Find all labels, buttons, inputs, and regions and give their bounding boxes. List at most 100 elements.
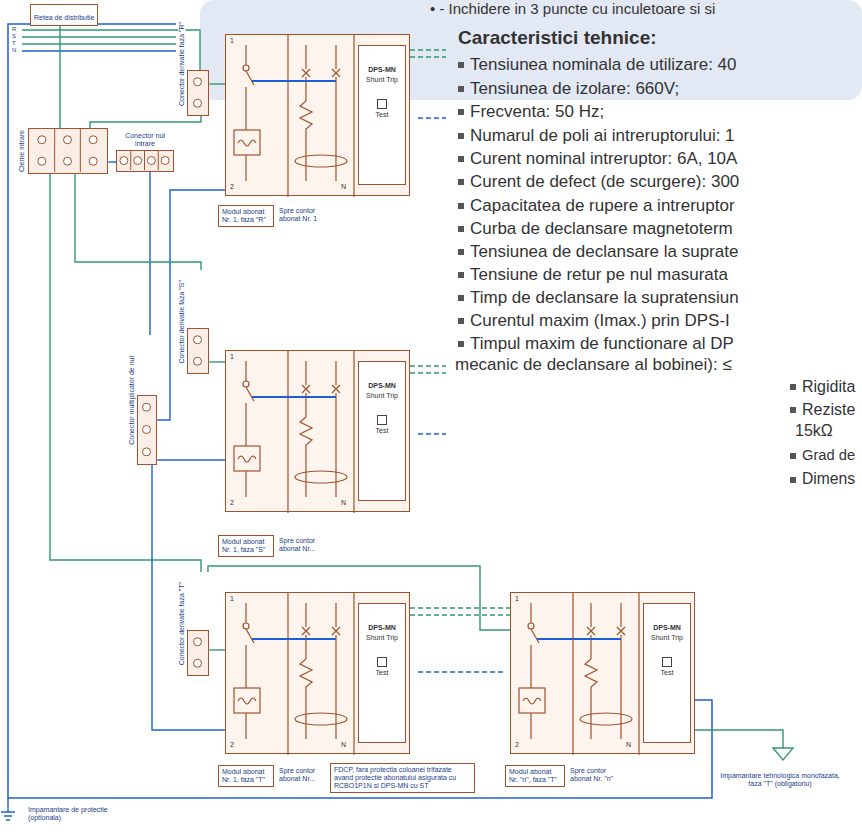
terminal-screws (188, 71, 207, 114)
connector-label: Conector derivatie faza "S" (178, 279, 185, 365)
wire-connector (209, 361, 225, 362)
spec-text: mecanic de declansare al bobinei): ≤ (455, 355, 732, 375)
device-label: Test (661, 669, 674, 677)
breaker-symbol (300, 45, 340, 181)
spec-text: Tensiunea de izolare: 660V; (470, 79, 679, 99)
device-label: Test (376, 669, 389, 677)
mechanical-link (252, 80, 336, 82)
terminal-screw (194, 78, 202, 86)
terminal-number: N (341, 741, 346, 748)
node-deriv: Conector multiplicator de nul (128, 335, 157, 465)
terminal-screws (188, 329, 207, 372)
annotation-label: N (12, 47, 16, 54)
spec-text: • - Inchidere in 3 puncte cu inculetoare… (430, 0, 715, 18)
ground-symbol (773, 748, 793, 760)
node-lbox: Modul abonat Nr. 1, faza "S" (218, 535, 274, 557)
spec-text: Tensiunea nominala de utilizare: 40 (470, 55, 737, 75)
terminal-screw (38, 136, 46, 144)
device-label: DPS-MN (368, 382, 396, 390)
spec-text: Curent nominal intreruptor: 6A, 10A (470, 149, 737, 169)
terminal-number: 1 (230, 37, 234, 44)
connector-label: Conector nul intrare (116, 132, 174, 148)
terminal-number: 2 (230, 183, 234, 190)
module-label: Modul abonat Nr. 1, faza "T" (222, 768, 270, 784)
annotation-label: Spre contor abonat Nr... (279, 537, 325, 553)
terminal-screw (147, 157, 155, 165)
test-button (377, 415, 387, 425)
node-nulin: Conector nul intrare (116, 132, 174, 172)
annotation-label: Spre contor abonat Nr. "n" (570, 767, 622, 783)
terminal-number: 2 (230, 499, 234, 506)
phase-line (22, 43, 176, 44)
device-label: Test (376, 111, 389, 119)
spec-text: Tensiunea de declansare la suprate (470, 242, 738, 262)
mechanical-link (252, 396, 336, 398)
connector-label: Conector multiplicator de nul (128, 355, 135, 446)
relay-coil (234, 446, 260, 471)
module-label: FDCP, fara protectia coloanei trifazate … (334, 766, 471, 790)
spec-text: Reziste (802, 400, 855, 419)
terminal-screw (38, 157, 46, 165)
dashed-wire (410, 366, 446, 373)
ground-wire (695, 730, 783, 748)
spec-text: Timp de declansare la supratensiun (470, 288, 739, 308)
wire-connector (75, 174, 201, 270)
breaker-symbol (300, 361, 340, 497)
node-dps: DPS-MNShunt TripTest (358, 603, 406, 743)
dashed-wire (418, 117, 446, 118)
node-lbox: Modul abonat Nr. 1, faza "T" (218, 765, 274, 787)
spec-text: Timpul maxim de functionare al DP (470, 334, 734, 354)
annotation-label: Impamantare tehnologica monofazata, faza… (715, 772, 845, 788)
relay-coil (234, 130, 260, 155)
terminal-block (116, 150, 174, 172)
annotation-label: S (12, 33, 16, 40)
connector-label: Conector derivatie faza "T" (178, 581, 185, 666)
terminal-screw (134, 157, 142, 165)
compartment-divider (288, 351, 354, 513)
terminal-screws (29, 129, 106, 172)
terminal-screw (64, 157, 72, 165)
terminal-screws (117, 151, 172, 170)
spec-text: Tensiune de retur pe nul masurata (470, 265, 728, 285)
wire-connector (209, 83, 225, 84)
terminal-divider (130, 151, 131, 170)
phase-line (22, 30, 200, 70)
terminal-screws (138, 396, 155, 463)
compartment-divider (573, 593, 639, 755)
terminal-number: N (626, 741, 631, 748)
dashed-wire (410, 608, 510, 615)
compartment-divider (288, 35, 354, 197)
wire-connector (59, 26, 60, 128)
terminal-number: 1 (230, 595, 234, 602)
node-clem: Cleme intrare (18, 128, 108, 174)
terminal-screw (194, 659, 202, 667)
node-tag: Retea de distributie (30, 4, 98, 26)
relay-coil (519, 688, 545, 713)
test-button (377, 657, 387, 667)
toroid-symbol (295, 713, 347, 725)
node-deriv: Conector derivatie faza "S" (178, 270, 209, 374)
relay-wave (238, 140, 256, 146)
terminal-screw (64, 136, 72, 144)
wire-connector (108, 161, 116, 162)
relay-coil (234, 688, 260, 713)
module-label: Modul abonat Nr. "n", faza "T" (509, 768, 561, 784)
wire-connector (90, 116, 201, 128)
terminal-screw (120, 157, 128, 165)
spec-text: Grad de (802, 447, 855, 465)
connector-label: Cleme intrare (18, 129, 25, 173)
mechanical-link (252, 638, 336, 640)
terminal-divider (144, 151, 145, 170)
node-module: 12NDPS-MNShunt TripTest (225, 592, 410, 754)
spec-text: Frecventa: 50 Hz; (470, 102, 604, 122)
annotation-label: Spre contor abonat Nr... (279, 767, 325, 783)
terminal-divider (55, 129, 56, 172)
wire-connector (149, 172, 150, 335)
switch-pivot (243, 381, 249, 387)
spec-text: Rigidita (802, 377, 855, 396)
breaker-symbol (585, 603, 625, 739)
relay-wave (238, 698, 256, 704)
neutral-line (22, 50, 176, 51)
annotation-label: Spre contor abonat Nr. 1 (279, 207, 325, 223)
